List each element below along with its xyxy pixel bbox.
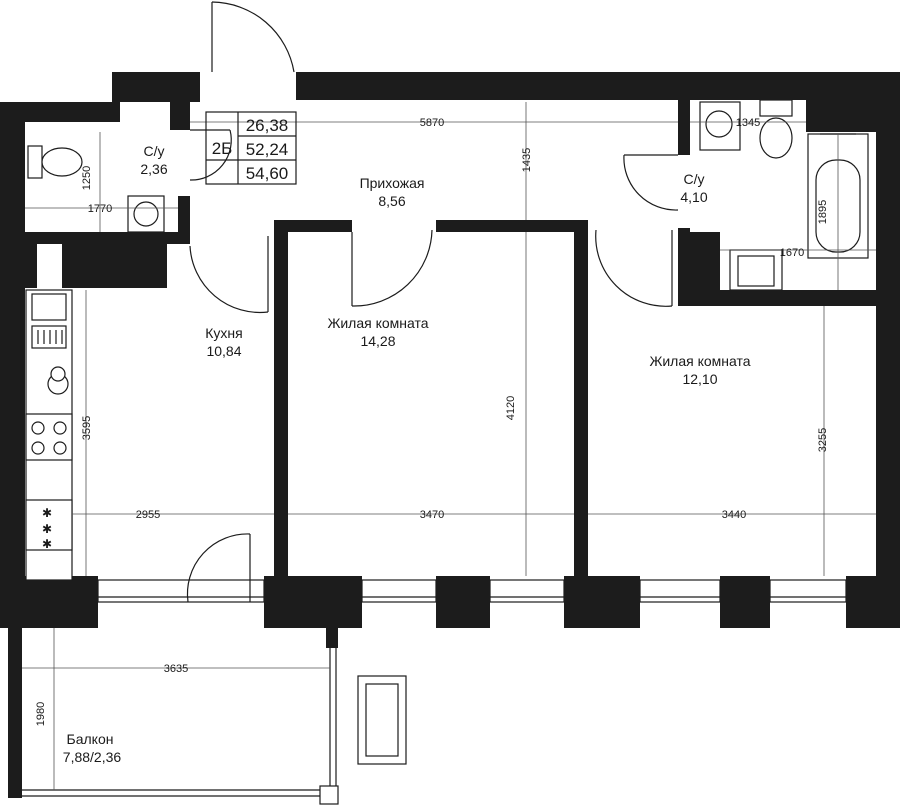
stove-icon — [25, 413, 73, 461]
toilet-icon — [27, 145, 83, 179]
window-living2-b — [769, 579, 847, 603]
dim-wc-right-lower-width: 1670 — [780, 247, 804, 259]
dim-kitchen-width: 2955 — [136, 509, 160, 521]
room-name-kitchen: Кухня — [205, 325, 242, 341]
living-area-value: 26,38 — [246, 116, 289, 135]
toilet-right-icon — [759, 99, 793, 159]
dim-kitchen-depth: 3595 — [81, 416, 93, 440]
total-area-value: 54,60 — [246, 164, 289, 183]
dim-living1-width: 3470 — [420, 509, 444, 521]
room-name-living2: Жилая комната — [649, 353, 750, 369]
window-kitchen — [97, 579, 265, 603]
window-living1-a — [361, 579, 437, 603]
kitchen-door — [189, 245, 269, 314]
fridge-icon — [25, 499, 73, 551]
dim-bath-length: 1895 — [817, 200, 829, 224]
sink-icon — [127, 195, 165, 233]
room-name-wc-left: С/у — [144, 143, 165, 159]
room-area-living2: 12,10 — [682, 371, 717, 387]
windows — [97, 579, 847, 603]
fixtures: ✱ ✱ ✱ — [25, 99, 869, 581]
dimension-lines — [22, 102, 876, 790]
unit-type-label: 2Б — [212, 139, 233, 158]
window-living1-b — [489, 579, 565, 603]
svg-text:✱: ✱ — [42, 522, 52, 536]
unit-info-box: 2Б 26,38 52,24 54,60 — [205, 111, 297, 185]
room-labels: С/у 2,36 Прихожая 8,56 С/у 4,10 Кухня 10… — [63, 143, 751, 765]
dim-hall-width: 5870 — [420, 117, 444, 129]
walls — [0, 72, 900, 798]
dim-living2-width: 3440 — [722, 509, 746, 521]
dim-balcony-width: 3635 — [164, 663, 188, 675]
svg-text:✱: ✱ — [42, 506, 52, 520]
room-area-balcony: 7,88/2,36 — [63, 749, 122, 765]
balcony-railing — [22, 648, 407, 805]
total-area-no-balcony-value: 52,24 — [246, 140, 289, 159]
kitchen-sink-icon — [31, 293, 67, 321]
dim-living1-depth: 4120 — [505, 396, 517, 420]
room-name-hallway: Прихожая — [360, 175, 425, 191]
dim-hall-depth: 1435 — [521, 148, 533, 172]
living2-door — [595, 229, 673, 307]
balcony-door — [186, 533, 251, 603]
room-area-hallway: 8,56 — [378, 193, 405, 209]
room-area-kitchen: 10,84 — [206, 343, 241, 359]
kitchen-counter: ✱ ✱ ✱ — [25, 289, 73, 581]
washing-machine-icon — [699, 101, 741, 151]
room-area-living1: 14,28 — [360, 333, 395, 349]
dim-wc-left-height: 1250 — [81, 166, 93, 190]
dim-wc-right-width: 1345 — [736, 117, 760, 129]
sink-right-icon — [729, 249, 783, 291]
room-name-living1: Жилая комната — [327, 315, 428, 331]
svg-text:✱: ✱ — [42, 537, 52, 551]
window-living2-a — [639, 579, 721, 603]
dim-living2-depth: 3255 — [817, 428, 829, 452]
doors — [186, 1, 679, 603]
room-area-wc-left: 2,36 — [140, 161, 167, 177]
room-area-wc-right: 4,10 — [680, 189, 707, 205]
dimension-labels: 5870 1435 1250 1770 1345 1895 1670 3595 … — [35, 117, 829, 726]
room-name-balcony: Балкон — [67, 731, 114, 747]
dim-wc-left-width: 1770 — [88, 203, 112, 215]
dim-balcony-depth: 1980 — [35, 702, 47, 726]
room-name-wc-right: С/у — [684, 171, 705, 187]
